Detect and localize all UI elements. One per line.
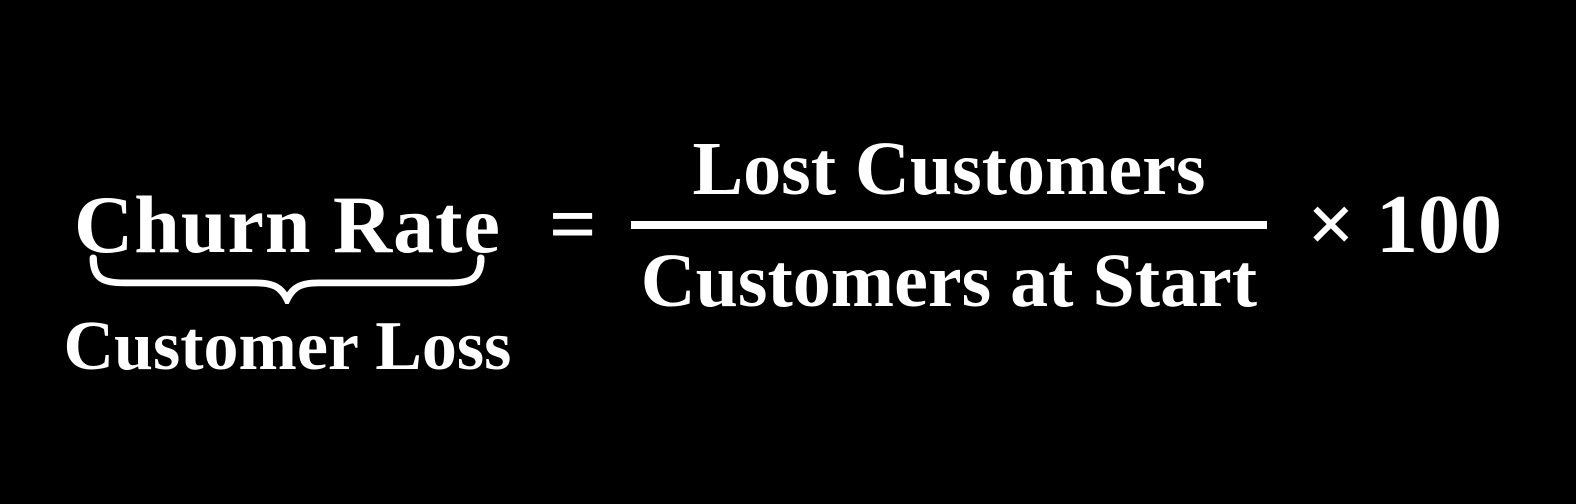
equals-sign: = — [548, 178, 597, 271]
fraction-bar — [630, 221, 1268, 229]
denominator-text: Customers at Start — [640, 239, 1258, 323]
customer-loss-label: Customer Loss — [63, 308, 512, 385]
churn-rate-text: Churn Rate — [74, 179, 501, 270]
underbrace-annotation: Customer Loss — [63, 254, 512, 385]
lhs-group: Churn Rate Customer Loss — [64, 179, 512, 382]
numerator-text: Lost Customers — [692, 127, 1206, 211]
fraction: Lost Customers Customers at Start — [630, 127, 1268, 323]
churn-rate-formula: Churn Rate Customer Loss = Lost Customer… — [64, 127, 1502, 382]
underbrace-icon — [89, 254, 485, 304]
times-100-text: × 100 — [1307, 178, 1502, 271]
